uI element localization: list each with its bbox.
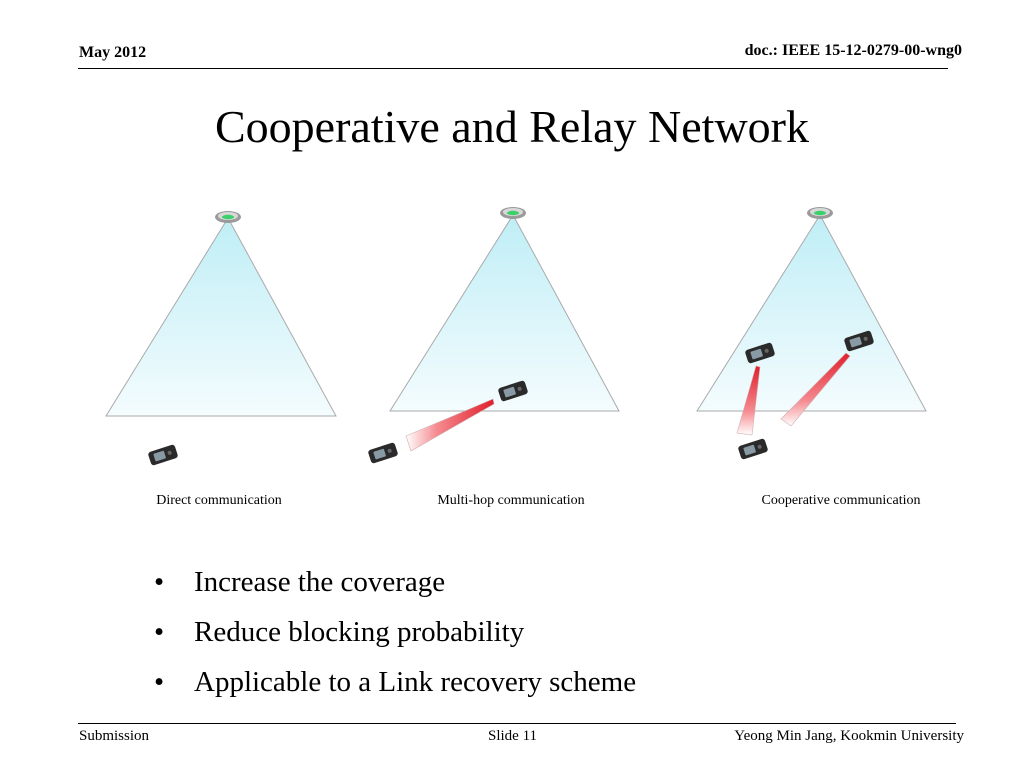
panel-cooperative	[696, 207, 927, 460]
bullet-text: Reduce blocking probability	[194, 616, 525, 648]
mobile-device-icon	[737, 438, 769, 460]
relay-link	[405, 398, 495, 452]
bullet-text: Applicable to a Link recovery scheme	[194, 666, 637, 698]
header-date: May 2012	[79, 44, 147, 61]
coverage-beam	[105, 217, 337, 417]
panel-direct	[105, 211, 337, 466]
coverage-beam	[389, 214, 620, 412]
bullet-icon: •	[154, 666, 165, 698]
mobile-device-icon	[367, 442, 399, 464]
footer-slide-number: Slide 11	[488, 728, 538, 744]
access-point-icon	[807, 207, 833, 219]
bullet-icon: •	[154, 616, 165, 648]
relay-link	[780, 352, 851, 427]
footer-submission: Submission	[79, 728, 150, 744]
mobile-device-icon	[147, 444, 179, 466]
caption-cooperative: Cooperative communication	[761, 493, 921, 508]
network-diagram	[105, 207, 927, 466]
coverage-beam	[696, 214, 927, 412]
access-point-icon	[500, 207, 526, 219]
header-rule	[78, 68, 948, 69]
caption-multihop: Multi-hop communication	[437, 493, 585, 508]
bullet-text: Increase the coverage	[194, 566, 446, 598]
bullet-list: • Increase the coverage • Reduce blocking …	[150, 560, 636, 710]
slide-title: Cooperative and Relay Network	[215, 101, 809, 152]
bullet-item: • Reduce blocking probability	[150, 610, 636, 660]
caption-direct: Direct communication	[156, 493, 282, 508]
bullet-item: • Increase the coverage	[150, 560, 636, 610]
bullet-icon: •	[154, 566, 165, 598]
footer-author: Yeong Min Jang, Kookmin University	[734, 728, 964, 744]
access-point-icon	[215, 211, 241, 223]
relay-link	[736, 365, 761, 436]
footer-rule	[78, 723, 956, 724]
panel-multihop	[367, 207, 620, 464]
header-doc-id: doc.: IEEE 15-12-0279-00-wng0	[744, 42, 962, 59]
bullet-item: • Applicable to a Link recovery scheme	[150, 660, 636, 710]
